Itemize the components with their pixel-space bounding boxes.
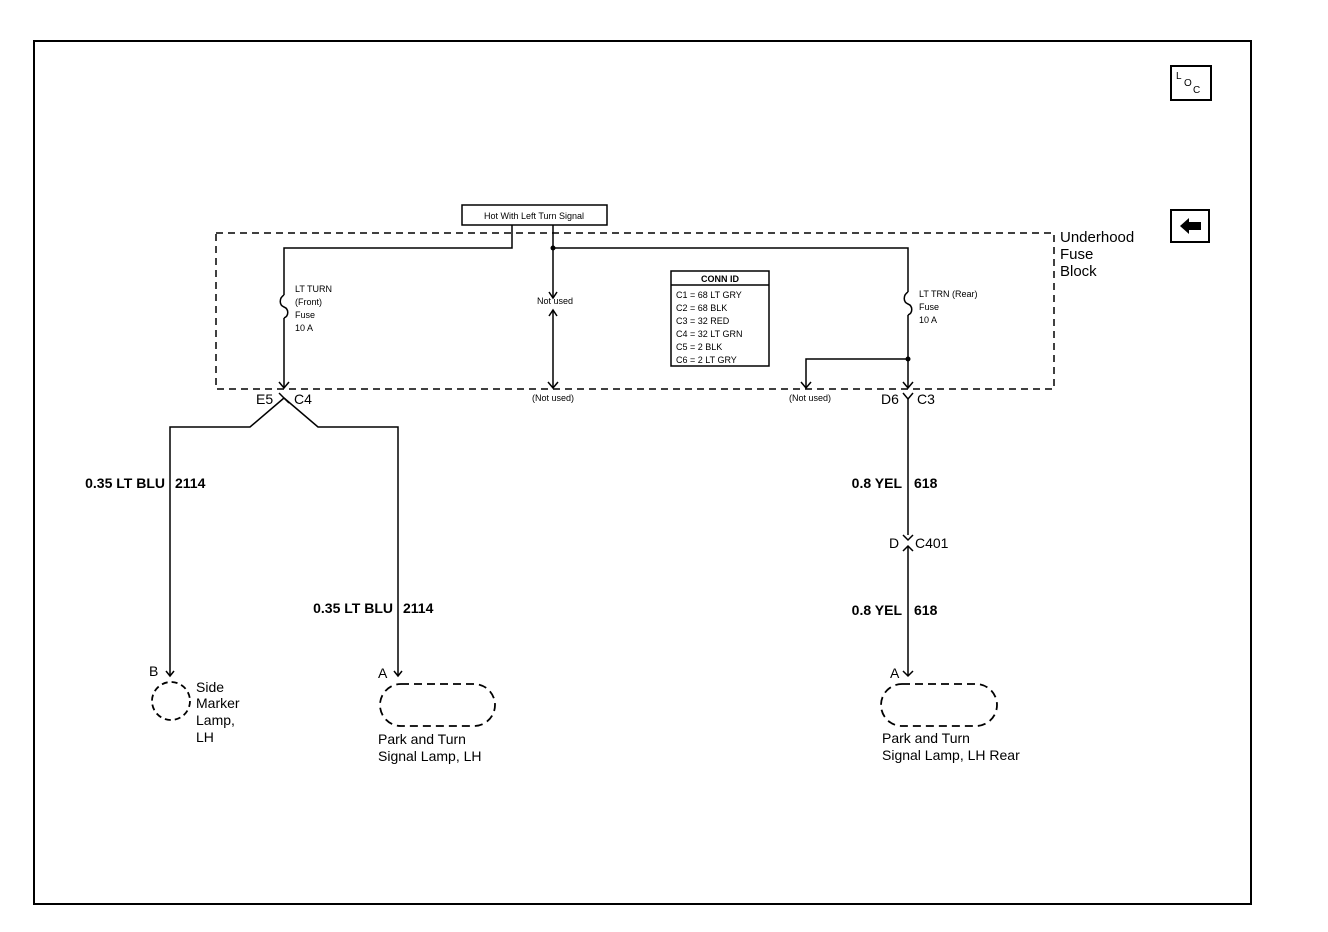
right-circuit-label-1: 618 <box>914 475 938 491</box>
park-turn-lamp-lh-rear <box>880 683 998 727</box>
left-circuit-label: 2114 <box>175 475 206 491</box>
connector-c401-label: C401 <box>915 535 949 551</box>
fuse-block-label-1: Underhood <box>1060 229 1134 246</box>
side-marker-lamp <box>151 681 191 721</box>
fuse-front-label-4: 10 A <box>295 323 313 333</box>
hot-label-box: Hot With Left Turn Signal <box>461 204 608 226</box>
fuse-rear-label-2: Fuse <box>919 302 939 312</box>
rear-splice-dot <box>905 356 911 362</box>
mid-circuit-label: 2114 <box>403 600 434 616</box>
fuse-rear-symbol <box>800 291 914 390</box>
back-button[interactable] <box>1170 209 1210 243</box>
not-used-middle-label: Not used <box>537 296 573 306</box>
right-wire-label-2: 0.8 YEL <box>852 602 903 618</box>
side-marker-label-3: Lamp, <box>196 712 235 728</box>
bus-wiring <box>283 225 909 298</box>
not-used-bottom-label-1: (Not used) <box>532 393 574 403</box>
connector-e5-label: E5 <box>256 391 273 407</box>
loc-letter-l: L <box>1176 71 1182 82</box>
connector-c3-label: C3 <box>917 391 935 407</box>
conn-id-row: C5 = 2 BLK <box>676 342 722 352</box>
connector-d6-label: D6 <box>881 391 899 407</box>
park-rear-label-1: Park and Turn <box>882 730 970 746</box>
conn-id-title: CONN ID <box>701 274 740 284</box>
fuse-block-label-2: Fuse <box>1060 246 1093 263</box>
fuse-front-label-3: Fuse <box>295 310 315 320</box>
fuse-block-outline <box>215 232 1055 390</box>
connector-d-label: D <box>889 535 899 551</box>
right-branch-wiring <box>902 392 914 678</box>
conn-id-row: C6 = 2 LT GRY <box>676 355 737 365</box>
mid-wire-label: 0.35 LT BLU <box>313 600 393 616</box>
conn-id-row: C1 = 68 LT GRY <box>676 290 742 300</box>
fuse-front-label-2: (Front) <box>295 297 322 307</box>
loc-letter-c: C <box>1193 85 1200 96</box>
right-wire-label-1: 0.8 YEL <box>852 475 903 491</box>
right-circuit-label-2: 618 <box>914 602 938 618</box>
conn-id-row: C3 = 32 RED <box>676 316 730 326</box>
splice-dot <box>550 245 556 251</box>
connector-a-left-label: A <box>378 665 388 681</box>
conn-id-row: C4 = 32 LT GRN <box>676 329 742 339</box>
connector-a-right-label: A <box>890 665 900 681</box>
park-turn-lamp-lh <box>379 683 496 727</box>
park-lh-label-1: Park and Turn <box>378 731 466 747</box>
side-marker-label-1: Side <box>196 679 224 695</box>
side-marker-label-4: LH <box>196 729 214 745</box>
connector-b-label: B <box>149 663 158 679</box>
left-wire-label: 0.35 LT BLU <box>85 475 165 491</box>
fuse-front-symbol <box>278 294 290 390</box>
fuse-rear-label-3: 10 A <box>919 315 937 325</box>
left-arrow-icon <box>1180 218 1201 234</box>
fuse-rear-label-1: LT TRN (Rear) <box>919 289 978 299</box>
not-used-middle-symbol <box>547 291 559 390</box>
side-marker-label-2: Marker <box>196 695 240 711</box>
park-rear-label-2: Signal Lamp, LH Rear <box>882 747 1020 763</box>
connector-c4-label: C4 <box>294 391 312 407</box>
conn-id-table: CONN ID C1 = 68 LT GRY C2 = 68 BLK C3 = … <box>670 270 770 367</box>
diagram-frame <box>33 40 1252 905</box>
fuse-block-label-3: Block <box>1060 263 1097 280</box>
loc-button[interactable]: L O C <box>1170 65 1212 101</box>
fuse-front-label-1: LT TURN <box>295 284 332 294</box>
not-used-bottom-label-2: (Not used) <box>789 393 831 403</box>
loc-letter-o: O <box>1184 78 1192 89</box>
hot-label-text: Hot With Left Turn Signal <box>484 211 584 221</box>
park-lh-label-2: Signal Lamp, LH <box>378 748 482 764</box>
left-branch-wiring <box>165 392 403 678</box>
conn-id-row: C2 = 68 BLK <box>676 303 727 313</box>
